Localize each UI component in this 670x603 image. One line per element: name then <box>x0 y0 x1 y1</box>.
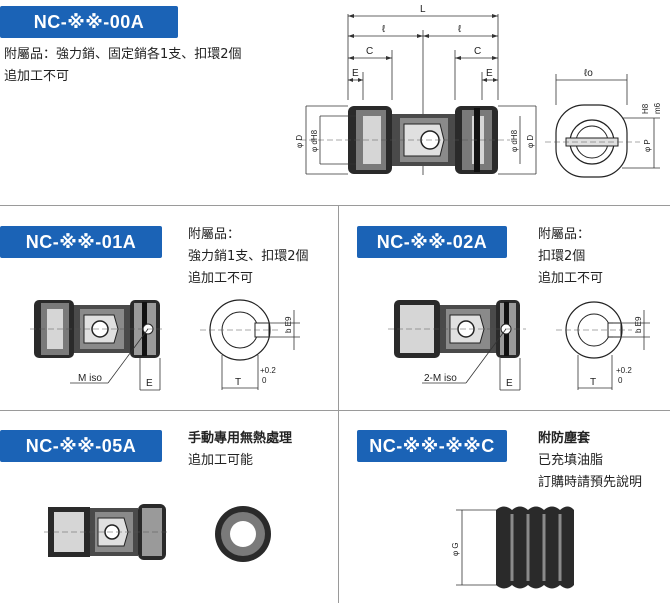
drawing-01a: M iso E b E9 T +0.2 0 <box>30 299 300 391</box>
dim-dH8-left: φ dH8 <box>310 129 319 152</box>
divider-vertical <box>338 205 339 603</box>
desc-02a-line-3: 追加工不可 <box>538 271 604 286</box>
desc-02a-line-2: 扣環2個 <box>538 249 586 264</box>
dim-E-right: E <box>486 68 493 79</box>
drawing-00a: L ℓ ℓ C C E E φ D φ dH8 φ dH8 φ D ℓo <box>295 4 662 178</box>
drawing-boot: φ G <box>451 506 574 589</box>
dim-02a-tol-zero: 0 <box>618 376 623 385</box>
dim-E-left: E <box>352 68 359 79</box>
dim-C-left: C <box>366 46 373 57</box>
desc-01a-line-3: 追加工不可 <box>188 271 254 286</box>
desc-00a: 附屬品：強力銷、固定銷各1支、扣環2個 追加工不可 <box>4 44 242 88</box>
dim-L: L <box>420 4 426 15</box>
desc-02a: 附屬品： 扣環2個 追加工不可 <box>538 224 603 290</box>
desc-05a: 手動專用無熱處理 追加工可能 <box>188 428 292 472</box>
dim-01a-tol-zero: 0 <box>262 376 267 385</box>
desc-01a-line-1: 附屬品： <box>188 227 241 242</box>
desc-boot-line-1: 附防塵套 <box>538 431 591 446</box>
desc-boot-line-2: 已充填油脂 <box>538 453 604 468</box>
dim-01a-bE9: b E9 <box>284 316 293 333</box>
dust-boot <box>496 506 574 589</box>
dim-01a-tol-plus: +0.2 <box>260 366 276 375</box>
desc-boot-line-3: 訂購時請預先說明 <box>538 475 643 490</box>
dim-boot-G: φ G <box>451 542 460 556</box>
badge-05a: NC-※※-05A <box>0 430 162 462</box>
dim-01a-E: E <box>146 378 153 389</box>
desc-05a-line-2: 追加工可能 <box>188 453 254 468</box>
dim-02a-thread: 2-M iso <box>424 373 457 384</box>
desc-boot: 附防塵套 已充填油脂 訂購時請預先說明 <box>538 428 642 494</box>
desc-01a-line-2: 強力銷1支、扣環2個 <box>188 249 309 264</box>
dim-02a-E: E <box>506 378 513 389</box>
dim-02a-tol-plus: +0.2 <box>616 366 632 375</box>
dim-m6: m6 <box>653 102 662 114</box>
dim-02a-bE9: b E9 <box>634 316 643 333</box>
badge-00a: NC-※※-00A <box>0 6 178 38</box>
badge-boot: NC-※※-※※C <box>357 430 507 462</box>
divider-top <box>0 205 670 206</box>
desc-00a-line-1: 附屬品：強力銷、固定銷各1支、扣環2個 <box>4 47 242 62</box>
dim-P: φ P <box>643 139 652 152</box>
badge-02a: NC-※※-02A <box>357 226 507 258</box>
dim-C-right: C <box>474 46 481 57</box>
dim-lo: ℓo <box>584 68 593 79</box>
dim-02a-T: T <box>590 377 596 388</box>
dim-01a-thread: M iso <box>78 373 102 384</box>
desc-02a-line-1: 附屬品： <box>538 227 591 242</box>
badge-01a: NC-※※-01A <box>0 226 162 258</box>
dim-l-right: ℓ <box>458 24 462 35</box>
drawing-05a <box>44 504 271 562</box>
dim-D-left: φ D <box>295 135 304 148</box>
desc-05a-line-1: 手動專用無熱處理 <box>188 431 293 446</box>
dim-01a-T: T <box>235 377 241 388</box>
desc-00a-line-2: 追加工不可 <box>4 69 70 84</box>
dim-D-right: φ D <box>526 135 535 148</box>
dim-dH8-right: φ dH8 <box>510 129 519 152</box>
drawing-02a: 2-M iso E b E9 T +0.2 0 <box>388 300 650 391</box>
desc-01a: 附屬品： 強力銷1支、扣環2個 追加工不可 <box>188 224 309 290</box>
dim-H8: H8 <box>641 103 650 114</box>
dim-l-left: ℓ <box>382 24 386 35</box>
divider-bottom <box>0 410 670 411</box>
